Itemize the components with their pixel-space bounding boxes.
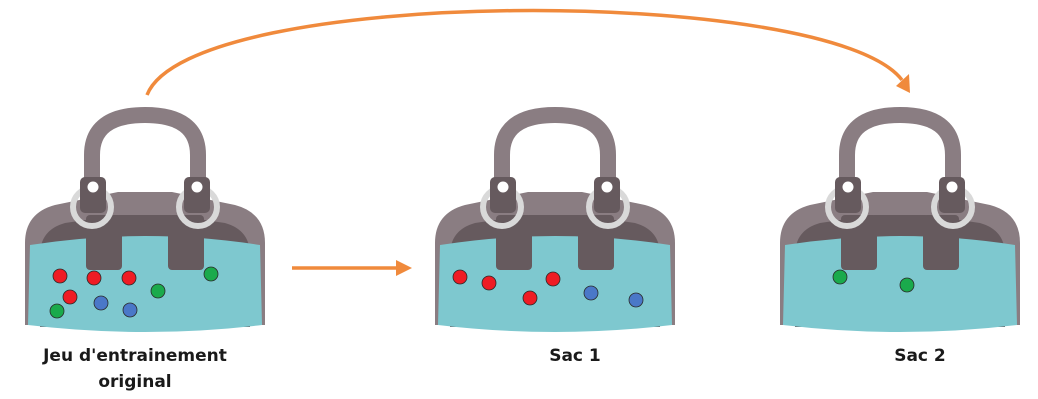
straight-arrow (292, 260, 412, 276)
bag-sac2 (780, 115, 1020, 332)
sac2-ball-green (899, 277, 915, 293)
sac1-ball-red (481, 275, 497, 291)
label-sac2: Sac 2 (894, 346, 946, 366)
sac1-ball-red (522, 290, 538, 306)
balls-layer (49, 266, 915, 319)
original-ball-red (86, 270, 102, 286)
sac2-ball-green (832, 269, 848, 285)
label-original: Jeu d'entrainement original (43, 346, 227, 392)
sac1-ball-blue (583, 285, 599, 301)
sac1-ball-blue (628, 292, 644, 308)
original-ball-red (62, 289, 78, 305)
sac1-ball-red (545, 271, 561, 287)
original-ball-green (49, 303, 65, 319)
original-ball-blue (122, 302, 138, 318)
original-ball-red (121, 270, 137, 286)
original-ball-blue (93, 295, 109, 311)
original-ball-green (150, 283, 166, 299)
label-sac1: Sac 1 (549, 346, 601, 366)
curved-arrow (145, 8, 910, 96)
sac1-ball-red (452, 269, 468, 285)
original-ball-red (52, 268, 68, 284)
original-ball-green (203, 266, 219, 282)
bag-original (25, 115, 265, 332)
